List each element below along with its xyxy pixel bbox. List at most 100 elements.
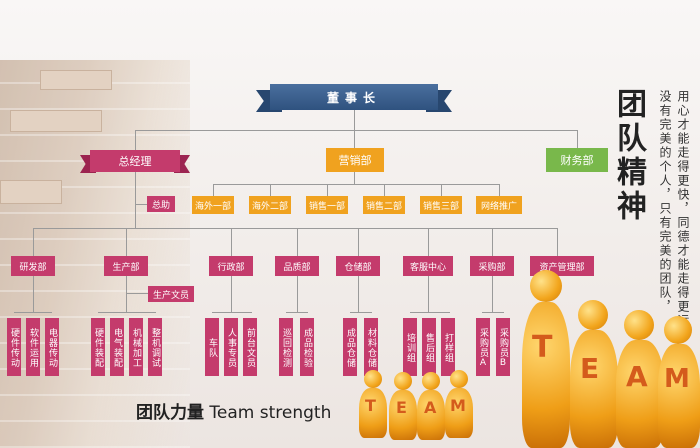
connector-line [428, 276, 429, 312]
chairman-label: 董事长 [270, 84, 438, 110]
connector-line [492, 228, 493, 256]
connector-line [499, 184, 500, 196]
connector-line [33, 228, 34, 256]
motto-line: 用心才能走得更快，同德才能走得更远。 [676, 90, 690, 342]
connector-line [577, 130, 578, 148]
team-strength-en: Team strength [204, 403, 332, 423]
motto-title: 团队精神 [611, 88, 646, 224]
team-figure: E [386, 372, 420, 442]
figure-head [624, 310, 654, 340]
sub-unit-box: 软件运用 [26, 318, 40, 376]
connector-line [231, 276, 232, 312]
team-figure: M [656, 316, 700, 448]
figure-letter: M [664, 364, 690, 394]
figure-head [664, 316, 692, 344]
connector-line [213, 184, 214, 196]
general-manager-banner: 总经理 [80, 150, 190, 173]
marketing-unit-box: 海外二部 [249, 196, 291, 214]
connector-line [270, 184, 271, 196]
figure-body [417, 390, 445, 440]
sub-unit-box: 电气装配 [110, 318, 124, 376]
connector-line [126, 228, 127, 256]
assistant-box: 总助 [147, 196, 175, 212]
connector-line [354, 130, 355, 148]
connector-line [135, 204, 147, 205]
marketing-unit-box: 销售一部 [306, 196, 348, 214]
connector-line [327, 184, 328, 196]
chairman-banner: 董事长 [256, 84, 452, 112]
connector-line [350, 312, 372, 313]
figure-body [359, 388, 387, 438]
marketing-box: 营销部 [326, 148, 384, 172]
connector-line [428, 228, 429, 256]
figure-head [578, 300, 608, 330]
department-box: 客服中心 [403, 256, 453, 276]
production-clerk-box: 生产文员 [148, 286, 194, 302]
connector-line [410, 312, 450, 313]
team-strength-caption: 团队力量 Team strength [136, 398, 331, 423]
sub-unit-box: 电器传动 [45, 318, 59, 376]
figure-head [450, 370, 468, 388]
sub-unit-box: 成品检验 [300, 318, 314, 376]
sub-unit-box: 车队 [205, 318, 219, 376]
connector-line [231, 228, 232, 256]
figure-head [394, 372, 412, 390]
wood-block [0, 180, 62, 204]
connector-line [33, 228, 557, 229]
department-box: 研发部 [11, 256, 55, 276]
connector-line [358, 276, 359, 312]
connector-line [384, 184, 385, 196]
team-figure: A [612, 310, 668, 448]
sub-unit-box: 打样组 [441, 318, 455, 376]
sub-unit-box: 巡回检测 [279, 318, 293, 376]
figure-letter: M [450, 396, 466, 415]
department-box: 品质部 [275, 256, 319, 276]
connector-line [126, 293, 148, 294]
figure-body [570, 330, 618, 448]
connector-line [212, 312, 252, 313]
connector-line [492, 276, 493, 312]
sub-unit-box: 材料仓储 [364, 318, 378, 376]
connector-line [441, 184, 442, 196]
connector-line [557, 228, 558, 256]
connector-line [358, 228, 359, 256]
sub-unit-box: 机械加工 [129, 318, 143, 376]
sub-unit-box: 硬件装配 [91, 318, 105, 376]
figure-body [616, 340, 664, 448]
team-figure: T [518, 270, 574, 448]
marketing-unit-box: 销售二部 [363, 196, 405, 214]
team-figure: T [356, 370, 390, 440]
figure-letter: A [626, 360, 648, 393]
figure-letter: E [580, 352, 600, 385]
sub-unit-box: 人事专员 [224, 318, 238, 376]
sub-unit-box: 前台文员 [243, 318, 257, 376]
team-figure: E [566, 300, 622, 448]
marketing-unit-box: 销售三部 [420, 196, 462, 214]
department-box: 生产部 [104, 256, 148, 276]
connector-line [297, 276, 298, 312]
connector-line [297, 228, 298, 256]
figure-body [658, 344, 700, 448]
figure-body [389, 390, 417, 440]
team-figure: A [414, 372, 448, 442]
figure-head [422, 372, 440, 390]
team-strength-cn: 团队力量 [136, 403, 204, 423]
sub-unit-box: 采购员A [476, 318, 490, 376]
wood-block [40, 70, 112, 90]
connector-line [135, 130, 136, 150]
connector-line [98, 312, 156, 313]
department-box: 采购部 [470, 256, 514, 276]
marketing-unit-box: 海外一部 [192, 196, 234, 214]
connector-line [135, 172, 136, 228]
sub-unit-box: 整机调试 [148, 318, 162, 376]
department-box: 仓储部 [336, 256, 380, 276]
finance-box: 财务部 [546, 148, 608, 172]
connector-line [33, 276, 34, 312]
connector-line [354, 110, 355, 130]
connector-line [126, 276, 127, 312]
figure-body [445, 388, 473, 438]
connector-line [286, 312, 308, 313]
sub-unit-box: 售后组 [422, 318, 436, 376]
sub-unit-box: 培训组 [403, 318, 417, 376]
